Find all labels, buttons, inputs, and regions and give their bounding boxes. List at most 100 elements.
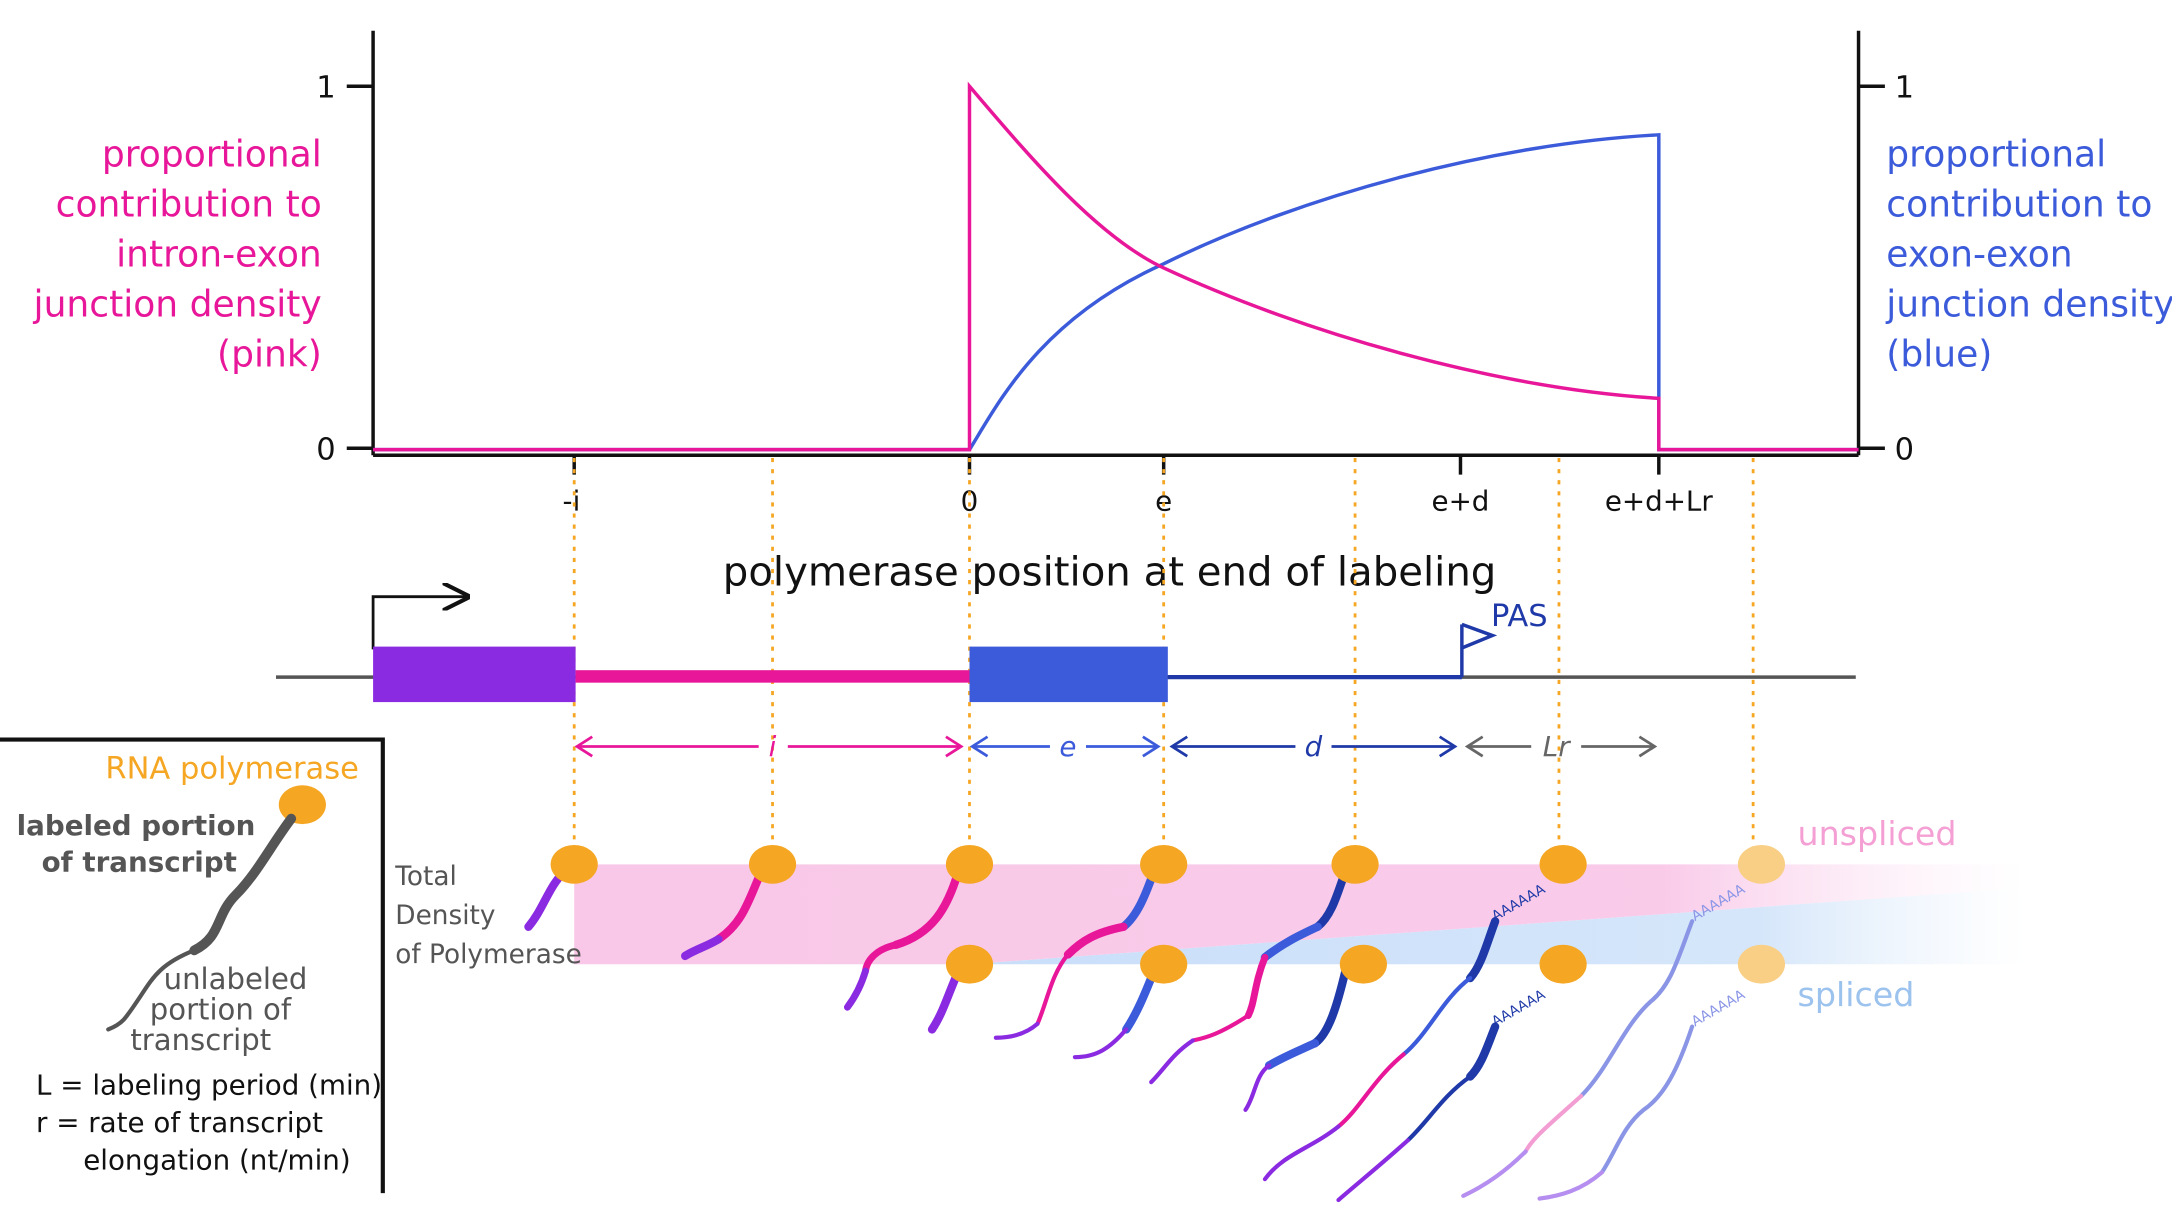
legend-border bbox=[0, 737, 385, 1194]
x-tick-label-e-plus-d-plus-lr: e+d+Lr bbox=[1605, 485, 1714, 518]
transcript-u3-labeled bbox=[891, 867, 963, 949]
transcript-u5-intron-thin bbox=[1190, 1013, 1251, 1043]
transcript-s4-down bbox=[1466, 1022, 1500, 1081]
polymerase-u2 bbox=[748, 844, 797, 884]
left-label-line-4: junction density bbox=[33, 284, 322, 326]
transcript-u7-down bbox=[1579, 919, 1695, 1099]
legend-labeled-strand bbox=[189, 813, 297, 956]
segment-d bbox=[1169, 735, 1458, 758]
polymerase-u3 bbox=[945, 844, 994, 884]
transcript-u7-intron bbox=[1523, 1093, 1584, 1154]
x-tick-label-zero: 0 bbox=[961, 485, 979, 518]
right-label-line-1: proportional bbox=[1886, 134, 2106, 176]
right-label-line-3: exon-exon bbox=[1886, 234, 2072, 276]
transcript-s5-exon1 bbox=[1537, 1170, 1605, 1201]
segment-i bbox=[574, 735, 964, 758]
segment-e bbox=[969, 735, 1161, 758]
transcript-u7-exon1 bbox=[1461, 1149, 1528, 1198]
legend-labeled-line-2: of transcript bbox=[42, 845, 237, 878]
segment-d-label: d bbox=[1305, 730, 1323, 763]
transcript-u6-down bbox=[1466, 917, 1500, 983]
polymerase-u1 bbox=[550, 844, 598, 884]
segment-lr-label: Lr bbox=[1543, 730, 1571, 763]
legend-unlabeled-line-1: unlabeled bbox=[164, 962, 308, 996]
legend-unlabeled-line-3: transcript bbox=[130, 1023, 271, 1057]
pink-curve bbox=[373, 81, 1859, 452]
total-density-line-1: Total bbox=[394, 862, 457, 892]
exon-1 bbox=[373, 646, 576, 703]
polymerase-panel: Total Density of Polymerase unspliced sp… bbox=[394, 814, 2025, 1203]
legend-unlabeled-line-2: portion of bbox=[150, 993, 292, 1027]
transcript-s3-exon1 bbox=[1243, 1063, 1272, 1112]
segment-lr-left-arrow-icon bbox=[1464, 735, 1484, 758]
polya-tail-3: AAAAAA bbox=[1489, 987, 1548, 1031]
segment-i-left-arrow-icon bbox=[574, 735, 593, 758]
pas-flag-icon bbox=[1461, 622, 1498, 650]
x-tick-label-e: e bbox=[1155, 485, 1172, 518]
transcript-u6-intron bbox=[1336, 1052, 1406, 1129]
tss-arrow-icon bbox=[371, 597, 467, 650]
gene-diagram: PAS i e d Lr bbox=[276, 597, 1856, 763]
transcript-u4-intron bbox=[1063, 922, 1128, 959]
legend-labeled-line-1: labeled portion bbox=[17, 809, 256, 842]
transcript-u4-exon1 bbox=[993, 1021, 1040, 1040]
transcript-u5-exon2 bbox=[1260, 922, 1322, 962]
transcript-s4-exon2 bbox=[1405, 1074, 1473, 1143]
transcript-s3-down bbox=[1310, 967, 1350, 1048]
segment-d-left-arrow-icon bbox=[1169, 735, 1188, 758]
pas-label: PAS bbox=[1491, 599, 1548, 634]
left-tick-label-1: 1 bbox=[316, 70, 335, 105]
polymerase-s1 bbox=[945, 944, 994, 984]
left-label-line-3: intron-exon bbox=[116, 234, 322, 276]
transcript-u5-intron bbox=[1244, 953, 1269, 1020]
polymerase-u6 bbox=[1539, 844, 1587, 884]
right-label-line-4: junction density bbox=[1885, 284, 2172, 326]
spliced-label: spliced bbox=[1798, 975, 1915, 1014]
polymerase-u7 bbox=[1737, 844, 1786, 884]
left-axis-label: proportional contribution to intron-exon… bbox=[33, 134, 322, 376]
x-axis-title: polymerase position at end of labeling bbox=[723, 550, 1497, 596]
legend-rna-polymerase: RNA polymerase bbox=[105, 751, 358, 786]
legend-box: RNA polymerase labeled portion of transc… bbox=[0, 737, 385, 1194]
transcript-u3-exon bbox=[843, 967, 869, 1011]
transcript-u1 bbox=[524, 867, 569, 931]
polymerase-u5 bbox=[1331, 844, 1379, 884]
transcript-s1 bbox=[927, 967, 963, 1034]
segment-i-right-arrow-icon bbox=[945, 735, 964, 758]
left-label-line-5: (pink) bbox=[217, 333, 322, 375]
legend-definition-r-2: elongation (nt/min) bbox=[83, 1143, 350, 1176]
segment-e-label: e bbox=[1059, 730, 1076, 763]
total-density-line-2: Density bbox=[395, 901, 495, 931]
segment-d-right-arrow-icon bbox=[1438, 735, 1458, 758]
segment-e-right-arrow-icon bbox=[1142, 735, 1161, 758]
transcript-s5-down bbox=[1599, 1024, 1695, 1175]
legend-definition-l: L = labeling period (min) bbox=[36, 1069, 382, 1102]
total-density-line-3: of Polymerase bbox=[395, 940, 582, 970]
legend-unlabeled-strand bbox=[106, 948, 197, 1032]
right-tick-label-0: 0 bbox=[1895, 432, 1914, 467]
transcript-u5-exon1 bbox=[1149, 1038, 1195, 1085]
right-label-line-5: (blue) bbox=[1886, 333, 1992, 375]
left-label-line-2: contribution to bbox=[56, 184, 322, 226]
intron bbox=[575, 670, 970, 683]
unspliced-density-band bbox=[574, 864, 2025, 965]
left-tick-label-0: 0 bbox=[316, 432, 335, 467]
segment-e-left-arrow-icon bbox=[969, 735, 989, 758]
right-label-line-2: contribution to bbox=[1886, 184, 2152, 226]
polymerase-s2 bbox=[1140, 944, 1188, 984]
polya-tail-4: AAAAAA bbox=[1689, 987, 1748, 1031]
exon-2 bbox=[969, 646, 1168, 703]
polymerase-s3 bbox=[1339, 944, 1387, 984]
polymerases-unspliced bbox=[550, 844, 1786, 884]
total-density-label: Total Density of Polymerase bbox=[394, 862, 582, 970]
x-tick-label-minus-i: -i bbox=[563, 485, 581, 518]
segment-lr bbox=[1464, 735, 1658, 758]
polymerase-u4 bbox=[1140, 844, 1188, 884]
polymerase-s4 bbox=[1539, 944, 1587, 984]
junction-density-chart: 1 0 1 0 -i 0 e e+d e+d+Lr polymerase pos… bbox=[33, 30, 2172, 596]
left-label-line-1: proportional bbox=[102, 134, 322, 176]
transcript-s3-exon2 bbox=[1264, 1039, 1320, 1070]
legend-definition-r-1: r = rate of transcript bbox=[36, 1106, 323, 1139]
segment-i-label: i bbox=[769, 730, 777, 763]
